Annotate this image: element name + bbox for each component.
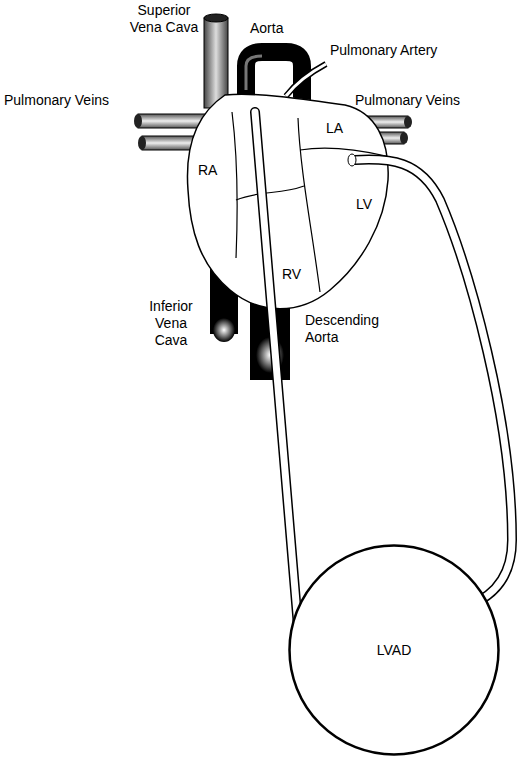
part-label: LA — [326, 120, 343, 137]
part-label: RA — [198, 162, 217, 179]
part-label: Inferior Vena Cava — [138, 298, 204, 349]
lvad-pump: LVAD — [288, 544, 500, 756]
tricuspid-line — [236, 186, 304, 200]
part-label: Superior Vena Cava — [128, 2, 200, 36]
outflow-cannula-lumen — [255, 112, 300, 650]
ra-rv-boundary — [232, 112, 237, 258]
inflow-cannula-lumen — [355, 159, 512, 605]
part-label: Pulmonary Veins — [4, 92, 109, 109]
device-label: LVAD — [377, 642, 412, 659]
pulmonary-artery — [286, 64, 326, 96]
cannula-tip — [348, 154, 356, 166]
heart-outline — [187, 94, 388, 308]
part-label: Aorta — [250, 20, 283, 37]
septum — [298, 118, 320, 292]
part-label: LV — [356, 196, 372, 213]
part-label: Pulmonary Artery — [330, 42, 437, 59]
inflow-cannula — [355, 159, 512, 605]
part-label: RV — [282, 266, 301, 283]
part-label: Pulmonary Veins — [355, 92, 460, 109]
pulmonary-artery-lumen — [286, 64, 326, 96]
superior-vena-cava — [204, 14, 228, 108]
part-label: Descending Aorta — [305, 312, 389, 346]
lvad-circle — [290, 546, 499, 755]
outflow-cannula — [255, 112, 300, 650]
aortic-arch-highlight — [246, 56, 262, 90]
